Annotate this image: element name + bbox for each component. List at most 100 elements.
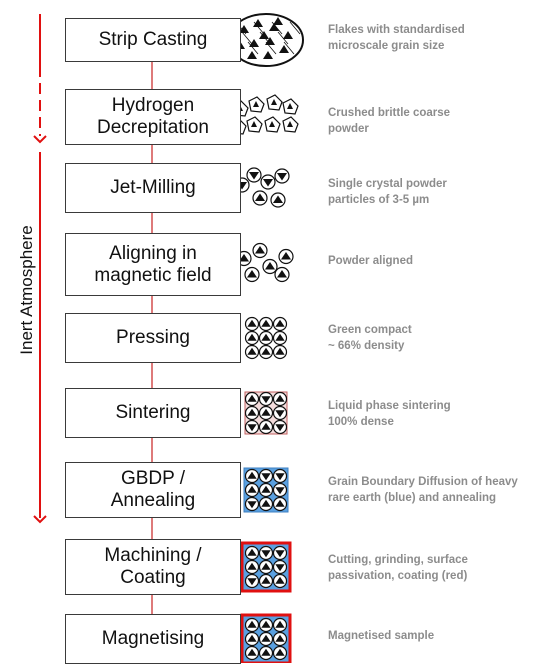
grain-arrow [275,564,285,572]
grain-arrow [261,396,271,404]
inert-atmosphere-label: Inert Atmosphere [17,225,36,355]
grain-boundary [247,41,259,55]
grain-arrow [247,51,257,59]
grain-arrow [275,473,285,481]
icons-layer [228,13,304,663]
aligned-powder-icon [236,242,294,283]
grain-arrow [275,620,285,628]
grain-boundary [289,21,301,35]
grain-arrow [247,501,257,509]
step-box: Jet-Milling [65,163,241,213]
coarse-powder-icon [230,94,299,135]
grain-arrow [247,485,257,493]
step-description: Green compact ~ 66% density [328,324,412,352]
grain-arrow [261,347,271,355]
grain-arrow [265,37,275,45]
grain-arrow [247,648,257,656]
step-box: Strip Casting [65,18,241,62]
step-box: Pressing [65,313,241,363]
step-description: Magnetised sample [328,630,435,642]
grain-arrow [261,408,271,416]
grain-arrow [275,410,285,418]
grain-arrow [247,319,257,327]
grain-arrow [279,45,289,53]
grain-arrow [275,499,285,507]
grain-arrow [275,319,285,327]
grain-arrow [269,23,279,31]
grain-boundary [277,31,289,45]
grain-boundary [259,31,271,45]
grain-boundary [253,21,265,35]
grain-boundary [241,31,253,45]
grain-arrow [239,25,249,33]
grain-arrow [261,562,271,570]
grain-arrow [276,269,288,278]
grain-arrow [262,178,274,187]
grain-arrow [261,485,271,493]
grain-arrow [247,394,257,402]
grain-arrow [251,121,257,127]
grain-arrow [272,195,284,204]
gbdp-block-icon [243,467,289,513]
grain-arrow [259,31,269,39]
coated-block-icon [240,541,292,593]
grain-arrow [247,562,257,570]
grain-arrow [275,487,285,495]
step-description: Grain Boundary Diffusion of heavy rare e… [328,476,518,504]
single-crystal-powder-icon [234,167,290,208]
grain-arrow [261,333,271,341]
grain-arrow [247,578,257,586]
step-description: Single crystal powder particles of 3-5 µ… [328,178,447,206]
grain-arrow [261,473,271,481]
step-description: Liquid phase sintering 100% dense [328,400,451,428]
arrows-layer [33,14,47,524]
grain-arrow [253,19,263,27]
step-box: Magnetising [65,614,241,664]
sintered-block-icon [244,391,288,435]
grain-arrow [247,333,257,341]
grain-arrow [261,550,271,558]
grain-boundary [283,41,295,55]
grain-arrow [275,550,285,558]
grain-arrow [254,245,266,254]
grain-arrow [275,648,285,656]
grain-arrow [247,634,257,642]
grain-arrow [261,422,271,430]
step-description: Cutting, grinding, surface passivation, … [328,554,468,582]
grain-arrow [283,31,293,39]
step-description: Flakes with standardised microscale grai… [328,24,465,52]
grain-arrow [238,253,250,262]
grain-arrow [287,103,293,109]
grain-arrow [247,408,257,416]
grain-arrow [246,269,258,278]
grain-arrow [249,39,259,47]
step-box: Sintering [65,388,241,438]
grain-arrow [247,620,257,628]
grain-arrow [275,394,285,402]
arrow-head [33,515,47,524]
step-box: Hydrogen Decrepitation [65,89,241,145]
grain-arrow [261,499,271,507]
grain-arrow [275,333,285,341]
grain-arrow [247,471,257,479]
magnetised-block-icon [240,613,292,663]
grain-arrow [276,172,288,181]
grain-arrow [261,319,271,327]
grain-arrow [261,620,271,628]
grain-arrow [264,261,276,270]
flake-icon [228,13,304,67]
grain-arrow [261,576,271,584]
grain-arrow [275,347,285,355]
grain-arrow [287,121,293,127]
grain-boundary [265,41,277,55]
grain-arrow [280,251,292,260]
grain-arrow [275,576,285,584]
grain-arrow [248,171,260,180]
grain-arrow [271,99,277,105]
grain-boundary [271,21,283,35]
grain-arrow [269,121,275,127]
step-box: Machining / Coating [65,539,241,595]
grain-arrow [253,101,259,107]
grain-arrow [273,17,283,25]
